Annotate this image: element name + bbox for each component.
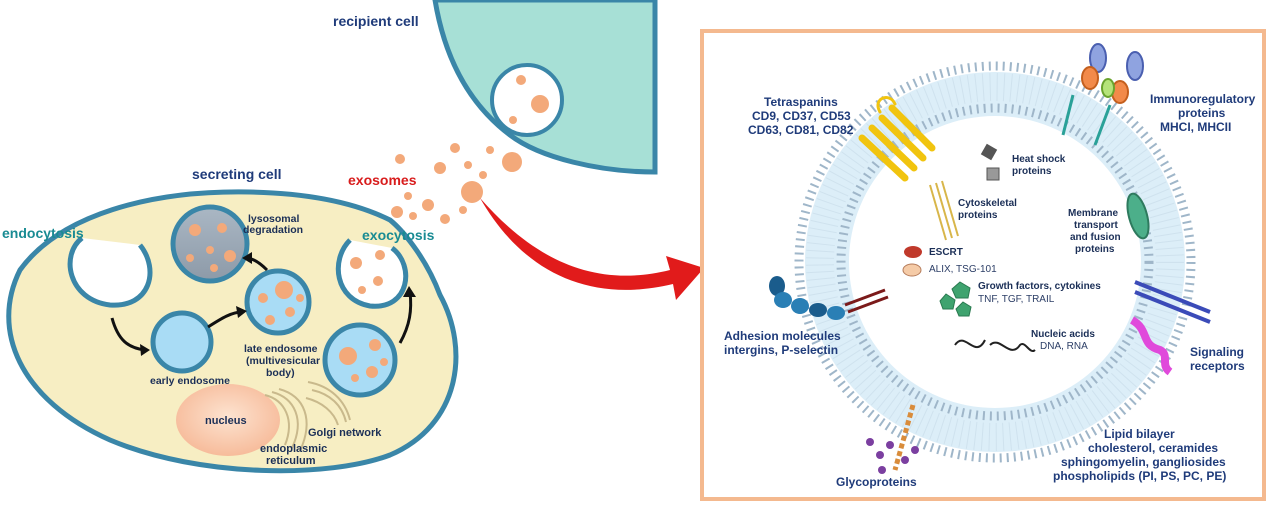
tetraspanins-line2: CD9, CD37, CD53 <box>752 109 851 123</box>
alix-icon <box>902 263 922 277</box>
er-label-2: reticulum <box>266 455 316 467</box>
nucleus <box>176 384 280 456</box>
signaling-label-2: receptors <box>1190 359 1245 373</box>
zoom-arrow <box>480 198 704 300</box>
lipid-label-4: phospholipids (PI, PS, PC, PE) <box>1053 469 1226 483</box>
immuno-title: Immunoregulatory <box>1150 92 1256 106</box>
lysosomal-label-1: lysosomal <box>248 213 299 225</box>
cytoskeletal-label-2: proteins <box>958 210 998 221</box>
late-endosome-label-2: (multivesicular <box>246 355 320 367</box>
cytoskeletal-icon <box>929 180 959 241</box>
late-endosome <box>244 268 312 336</box>
escrt-label: ESCRT <box>929 247 963 258</box>
heat-shock-label-1: Heat shock <box>1012 154 1066 165</box>
exosomes-label: exosomes <box>348 172 417 188</box>
golgi-label: Golgi network <box>308 427 382 439</box>
mhc-proteins <box>1061 43 1144 146</box>
golgi-network <box>305 381 351 426</box>
nucleic-acid-icon <box>954 339 1036 353</box>
tetraspanins-title: Tetraspanins <box>764 95 838 109</box>
endoplasmic-reticulum <box>264 388 308 452</box>
inner-lumen <box>849 116 1141 408</box>
nucleus-label: nucleus <box>205 415 247 427</box>
membrane-transport-protein <box>1126 192 1150 240</box>
adhesion-label-1: Adhesion molecules <box>724 329 841 343</box>
growth-sub: TNF, TGF, TRAIL <box>978 294 1055 305</box>
endocytosis-pocket <box>67 236 153 308</box>
glycoprotein <box>866 404 919 474</box>
nucleic-label: Nucleic acids <box>1031 329 1095 340</box>
early-endosome-label: early endosome <box>150 375 230 387</box>
late-endosome-label-1: late endosome <box>244 343 318 355</box>
tetraspanin-protein <box>858 96 936 182</box>
adhesion-molecule <box>769 276 889 320</box>
growth-label: Growth factors, cytokines <box>978 281 1101 292</box>
heat-shock-icon <box>980 143 1000 181</box>
lysosome <box>170 204 250 284</box>
lipid-label-2: cholesterol, ceramides <box>1088 441 1218 455</box>
secreting-cell-label: secreting cell <box>192 166 282 182</box>
endocytosis-label: endocytosis <box>2 225 84 241</box>
signaling-receptor <box>1129 280 1211 376</box>
exocytosis-pocket <box>335 238 409 309</box>
exosomes-cloud <box>391 143 522 224</box>
lipid-label-3: sphingomyelin, gangliosides <box>1061 455 1226 469</box>
immuno-line3: MHCI, MHCII <box>1160 120 1231 134</box>
late-endosome-label-3: body) <box>266 367 295 379</box>
lysosomal-label-2: degradation <box>243 224 303 236</box>
glycoproteins-label: Glycoproteins <box>836 475 917 489</box>
nucleic-sub: DNA, RNA <box>1040 341 1088 352</box>
immuno-line2: proteins <box>1178 106 1226 120</box>
lipid-bilayer <box>794 61 1196 463</box>
exocytosis-label: exocytosis <box>362 227 435 243</box>
lipid-label-1: Lipid bilayer <box>1104 427 1175 441</box>
escrt-sub: ALIX, TSG-101 <box>929 264 997 275</box>
heat-shock-label-2: proteins <box>1012 166 1052 177</box>
signaling-label-1: Signaling <box>1190 345 1244 359</box>
er-label-1: endoplasmic <box>260 443 327 455</box>
cytoskeletal-label-1: Cytoskeletal <box>958 198 1017 209</box>
budding-vesicle <box>490 63 564 137</box>
membrane-transport-label-4: proteins <box>1075 244 1115 255</box>
membrane-transport-label-1: Membrane <box>1068 208 1118 219</box>
early-endosome <box>150 310 214 374</box>
adhesion-label-2: intergins, P-selectin <box>724 343 838 357</box>
membrane-transport-label-3: and fusion <box>1070 232 1121 243</box>
growth-factor-icon <box>939 281 972 317</box>
tetraspanins-line3: CD63, CD81, CD82 <box>748 123 854 137</box>
arrow-heads <box>140 252 416 356</box>
recipient-cell-label: recipient cell <box>333 13 419 29</box>
membrane-transport-label-2: transport <box>1074 220 1119 231</box>
escrt-icon <box>904 246 922 258</box>
